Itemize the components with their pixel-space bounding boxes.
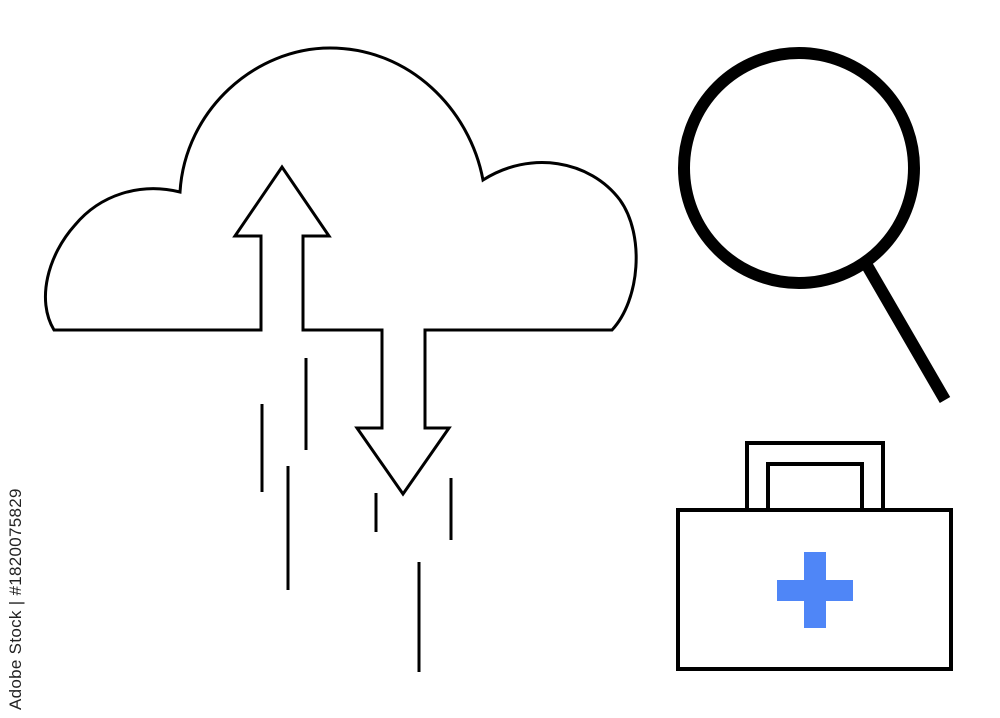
cloud-with-arrows-outline [43, 46, 638, 497]
magnifier-lens [678, 47, 920, 289]
kit-body [676, 508, 953, 671]
download-arrow-icon [374, 478, 453, 672]
first-aid-kit-icon [676, 441, 953, 671]
cloud-icon [43, 46, 638, 497]
magnifying-glass-icon [678, 47, 951, 404]
kit-handle [745, 441, 885, 510]
upload-arrow-icon [260, 358, 308, 590]
medical-cross-icon [777, 552, 853, 628]
magnifier-handle [859, 258, 951, 404]
stock-id-label: Adobe Stock | #1820075829 [6, 488, 25, 710]
